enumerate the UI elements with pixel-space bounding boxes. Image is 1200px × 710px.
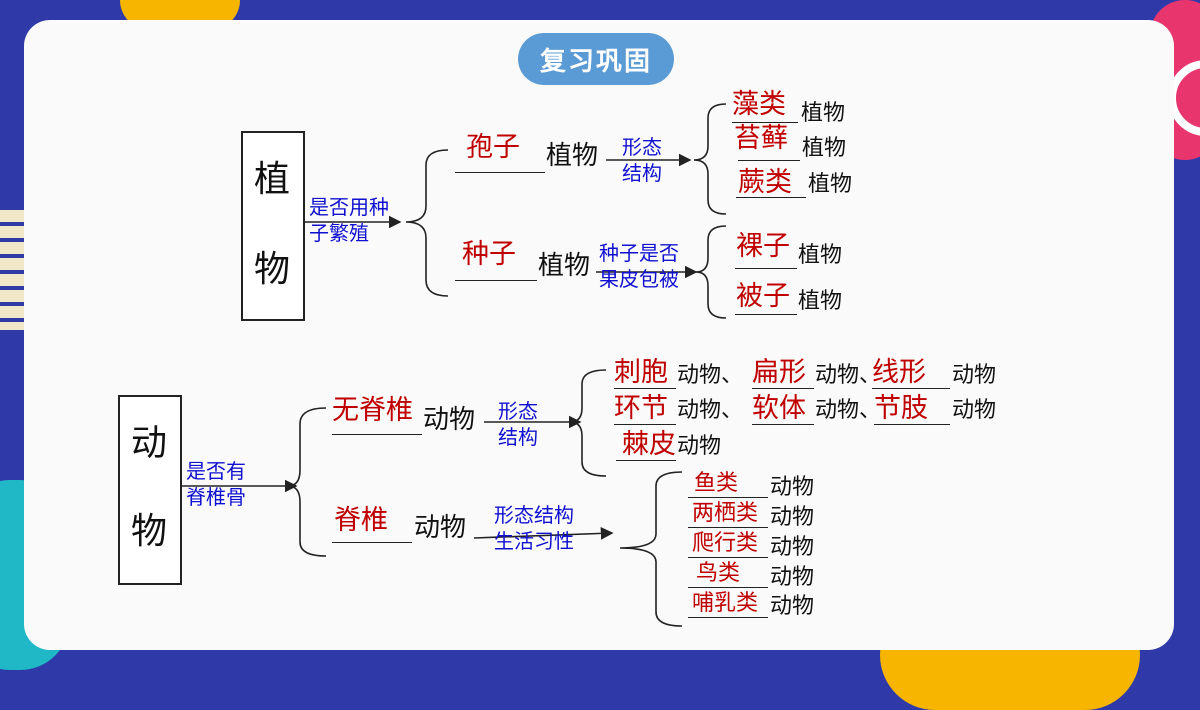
mollusk-blank [752, 424, 814, 425]
mammal-suffix: 动物 [770, 594, 815, 619]
seed-criterion-line1: 种子是否 [599, 241, 679, 265]
vertebrate-answer: 脊椎 [334, 505, 388, 536]
reptile-answer: 爬行类 [692, 531, 759, 556]
seed-blank [455, 280, 537, 281]
reptile-suffix: 动物 [770, 535, 815, 560]
fern-suffix: 植物 [808, 172, 853, 197]
amphibian-blank [688, 527, 768, 528]
algae-blank [732, 122, 798, 123]
diagram-lines [182, 103, 727, 627]
flatworm-suffix: 动物、 [815, 363, 882, 388]
plant-root-char-2: 物 [254, 249, 291, 290]
cnidaria-answer: 刺胞 [614, 357, 668, 388]
seed-suffix: 植物 [538, 251, 591, 281]
animal-root-box [118, 395, 182, 585]
spore-criterion-line1: 形态 [622, 135, 662, 159]
bird-blank [688, 587, 768, 588]
seed-answer: 种子 [462, 239, 516, 270]
vertebrate-suffix: 动物 [414, 513, 467, 543]
echinoderm-blank [616, 460, 676, 461]
vertebrate-criterion-line2: 生活习性 [494, 529, 574, 553]
moss-blank [738, 160, 800, 161]
algae-suffix: 植物 [801, 101, 846, 126]
flatworm-blank [752, 388, 814, 389]
echinoderm-suffix: 动物 [677, 434, 722, 459]
invertebrate-blank [332, 434, 422, 435]
plant-root-char-1: 植 [254, 159, 291, 200]
angiosperm-answer: 被子 [736, 281, 790, 312]
animal-root-char-2: 物 [131, 511, 168, 552]
mammal-answer: 哺乳类 [692, 591, 759, 616]
arthropod-blank [874, 424, 950, 425]
spore-blank [455, 172, 545, 173]
vertebrate-blank [332, 542, 412, 543]
content-card [24, 20, 1174, 650]
roundworm-blank [872, 388, 950, 389]
invertebrate-suffix: 动物 [423, 405, 476, 435]
amphibian-answer: 两栖类 [692, 501, 759, 526]
animal-root-char-1: 动 [131, 423, 168, 464]
invertebrate-answer: 无脊椎 [332, 395, 413, 426]
annelid-blank [614, 424, 676, 425]
animal-criterion-line2: 脊椎骨 [186, 485, 246, 509]
annelid-answer: 环节 [614, 393, 668, 424]
cnidaria-suffix: 动物、 [677, 363, 744, 388]
angiosperm-suffix: 植物 [798, 289, 843, 314]
mollusk-answer: 软体 [752, 393, 806, 424]
flatworm-answer: 扁形 [752, 357, 806, 388]
fish-answer: 鱼类 [694, 471, 739, 496]
arthropod-answer: 节肢 [874, 393, 928, 424]
annelid-suffix: 动物、 [677, 398, 744, 423]
gymnosperm-suffix: 植物 [798, 243, 843, 268]
reptile-blank [688, 557, 768, 558]
mollusk-suffix: 动物、 [815, 398, 882, 423]
fish-blank [688, 497, 768, 498]
vertebrate-criterion-line1: 形态结构 [494, 503, 574, 527]
spore-answer: 孢子 [466, 132, 520, 163]
spore-criterion-line2: 结构 [622, 161, 662, 185]
echinoderm-answer: 棘皮 [622, 429, 676, 460]
gymnosperm-blank [735, 268, 797, 269]
decor-grid-left [0, 210, 26, 330]
amphibian-suffix: 动物 [770, 505, 815, 530]
roundworm-suffix: 动物 [952, 363, 997, 388]
page-title: 复习巩固 [518, 33, 674, 85]
fish-suffix: 动物 [770, 475, 815, 500]
cnidaria-blank [614, 388, 676, 389]
algae-answer: 藻类 [732, 89, 786, 120]
angiosperm-blank [735, 314, 797, 315]
fern-answer: 蕨类 [738, 167, 792, 198]
arthropod-suffix: 动物 [952, 398, 997, 423]
moss-suffix: 植物 [802, 136, 847, 161]
mammal-blank [688, 617, 768, 618]
seed-criterion-line2: 果皮包被 [599, 267, 679, 291]
roundworm-answer: 线形 [872, 357, 926, 388]
plant-root-box [241, 131, 305, 321]
invertebrate-criterion-line1: 形态 [498, 399, 538, 423]
plant-criterion-line2: 子繁殖 [309, 221, 369, 245]
moss-answer: 苔藓 [734, 123, 788, 154]
gymnosperm-answer: 裸子 [736, 231, 790, 262]
bird-answer: 鸟类 [696, 561, 741, 586]
invertebrate-criterion-line2: 结构 [498, 425, 538, 449]
fern-blank [736, 197, 806, 198]
bird-suffix: 动物 [770, 565, 815, 590]
animal-criterion-line1: 是否有 [186, 459, 246, 483]
spore-suffix: 植物 [546, 141, 599, 171]
plant-criterion-line1: 是否用种 [309, 195, 389, 219]
